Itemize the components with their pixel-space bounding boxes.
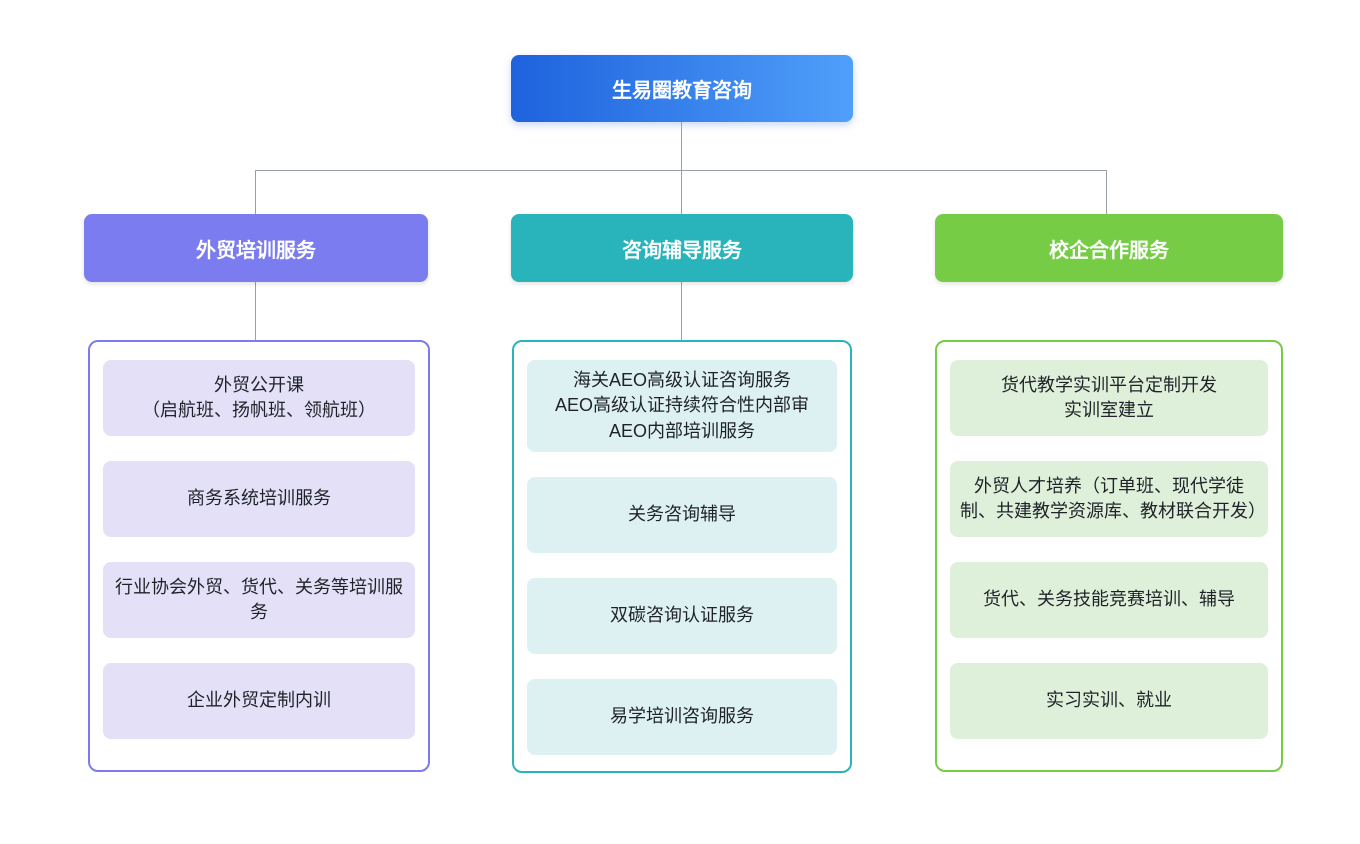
leaf-node: 外贸公开课 （启航班、扬帆班、领航班） bbox=[103, 360, 415, 436]
leaf-node: 双碳咨询认证服务 bbox=[527, 578, 837, 654]
leaf-node: 海关AEO高级认证咨询服务 AEO高级认证持续符合性内部审 AEO内部培训服务 bbox=[527, 360, 837, 452]
leaf-node: 外贸人才培养（订单班、现代学徒制、共建教学资源库、教材联合开发） bbox=[950, 461, 1268, 537]
connector-root-down bbox=[681, 122, 682, 170]
branch-consulting-panel: 海关AEO高级认证咨询服务 AEO高级认证持续符合性内部审 AEO内部培训服务 … bbox=[512, 340, 852, 773]
branch-consulting-label: 咨询辅导服务 bbox=[622, 239, 742, 262]
leaf-node: 行业协会外贸、货代、关务等培训服务 bbox=[103, 562, 415, 638]
branch-school-enterprise-panel: 货代教学实训平台定制开发 实训室建立 外贸人才培养（订单班、现代学徒制、共建教学… bbox=[935, 340, 1283, 772]
root-node: 生易圈教育咨询 bbox=[511, 55, 853, 122]
leaf-node: 货代教学实训平台定制开发 实训室建立 bbox=[950, 360, 1268, 436]
branch-trade-training-label: 外贸培训服务 bbox=[196, 239, 316, 262]
leaf-node: 货代、关务技能竞赛培训、辅导 bbox=[950, 562, 1268, 638]
leaf-node: 易学培训咨询服务 bbox=[527, 679, 837, 755]
connector-branch2-drop bbox=[681, 170, 682, 214]
branch-consulting-header: 咨询辅导服务 bbox=[511, 214, 853, 282]
connector-branch1-panel bbox=[255, 282, 256, 340]
branch-school-enterprise-label: 校企合作服务 bbox=[1049, 239, 1169, 262]
branch-school-enterprise-header: 校企合作服务 bbox=[935, 214, 1283, 282]
leaf-node: 企业外贸定制内训 bbox=[103, 663, 415, 739]
connector-branch2-panel bbox=[681, 282, 682, 340]
connector-branch1-drop bbox=[255, 170, 256, 214]
branch-trade-training-panel: 外贸公开课 （启航班、扬帆班、领航班） 商务系统培训服务 行业协会外贸、货代、关… bbox=[88, 340, 430, 772]
leaf-node: 实习实训、就业 bbox=[950, 663, 1268, 739]
branch-trade-training-header: 外贸培训服务 bbox=[84, 214, 428, 282]
leaf-node: 商务系统培训服务 bbox=[103, 461, 415, 537]
leaf-node: 关务咨询辅导 bbox=[527, 477, 837, 553]
root-node-label: 生易圈教育咨询 bbox=[612, 80, 752, 102]
connector-horizontal-rail bbox=[255, 170, 1106, 171]
connector-branch3-drop bbox=[1106, 170, 1107, 214]
